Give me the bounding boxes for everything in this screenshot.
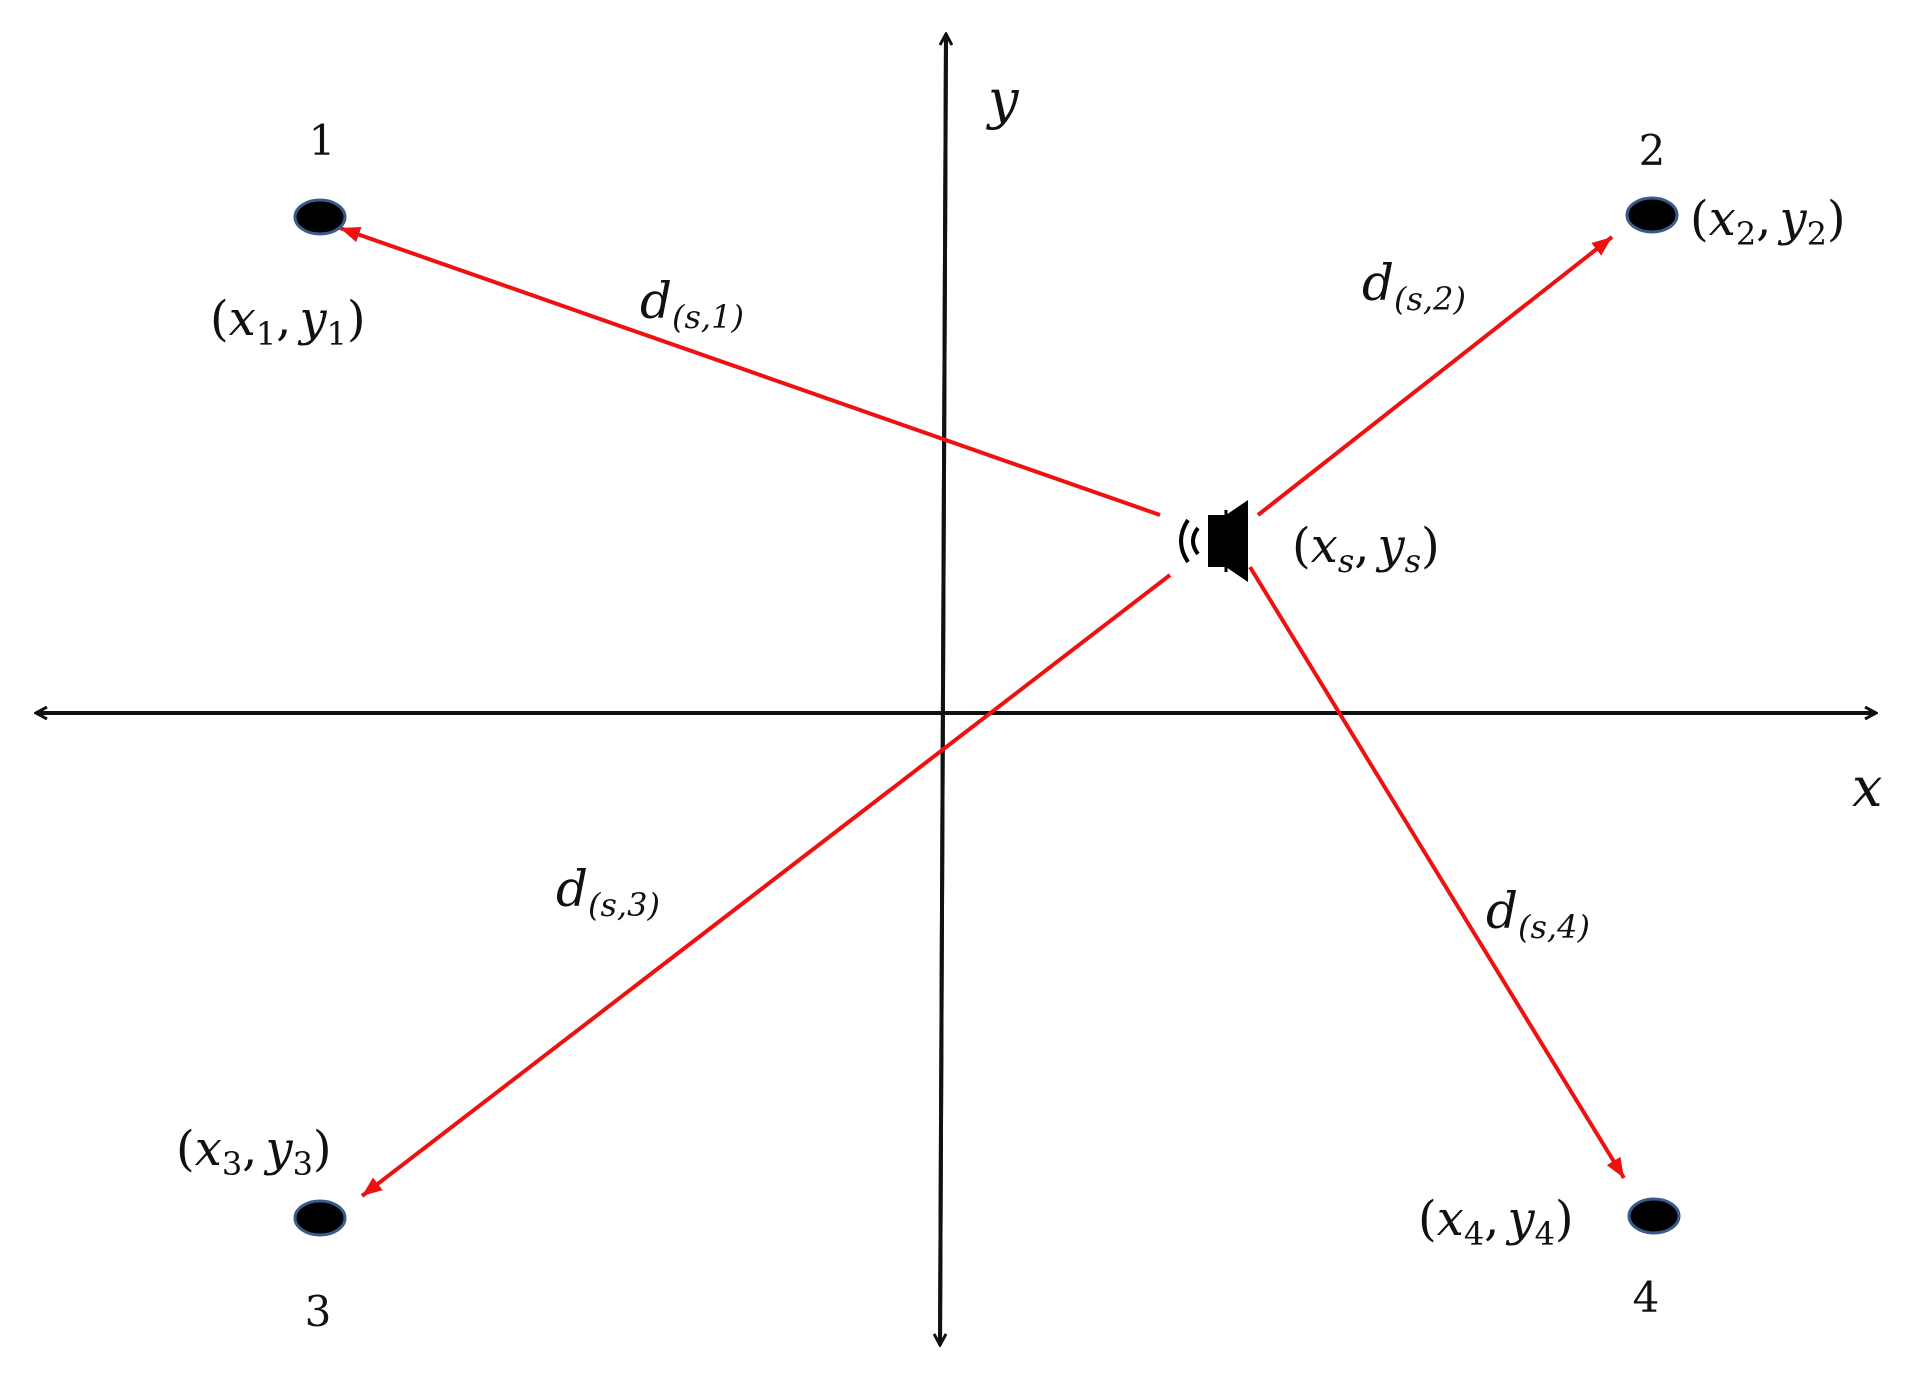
node-4-marker [1627,1197,1681,1235]
y-axis-bottom-head [940,33,948,1345]
distance-label-s4: d(s,4) [1486,882,1590,946]
nodes [293,196,1681,1237]
node-3-coord: (x3,y3) [176,1121,332,1183]
axes [36,34,1876,1345]
source-coord: (xs,ys) [1292,518,1440,580]
arrow-s-to-1 [339,226,1161,517]
node-4-coord: (x4,y4) [1418,1191,1574,1253]
speaker-icon [1179,500,1248,582]
arrow-s-to-3 [360,573,1172,1198]
node-2-number: 2 [1639,126,1666,175]
distance-label-s3: d(s,3) [556,860,660,924]
arrow-s-to-4 [1248,565,1626,1180]
node-3-marker [293,1199,347,1237]
distance-arrows [339,226,1626,1198]
node-4-number: 4 [1633,1273,1660,1322]
distance-label-s1: d(s,1) [640,272,744,336]
node-1-marker [293,198,347,236]
node-2-coord: (x2,y2) [1690,191,1846,253]
distance-label-s2: d(s,2) [1362,254,1466,318]
y-axis-label: y [986,68,1020,131]
x-axis-label: x [1852,756,1882,819]
arrow-s-to-2 [1256,235,1614,517]
node-1-number: 1 [309,116,336,165]
node-1-coord: (x1,y1) [210,291,366,353]
node-2-marker [1625,196,1679,234]
node-3-number: 3 [305,1287,332,1336]
